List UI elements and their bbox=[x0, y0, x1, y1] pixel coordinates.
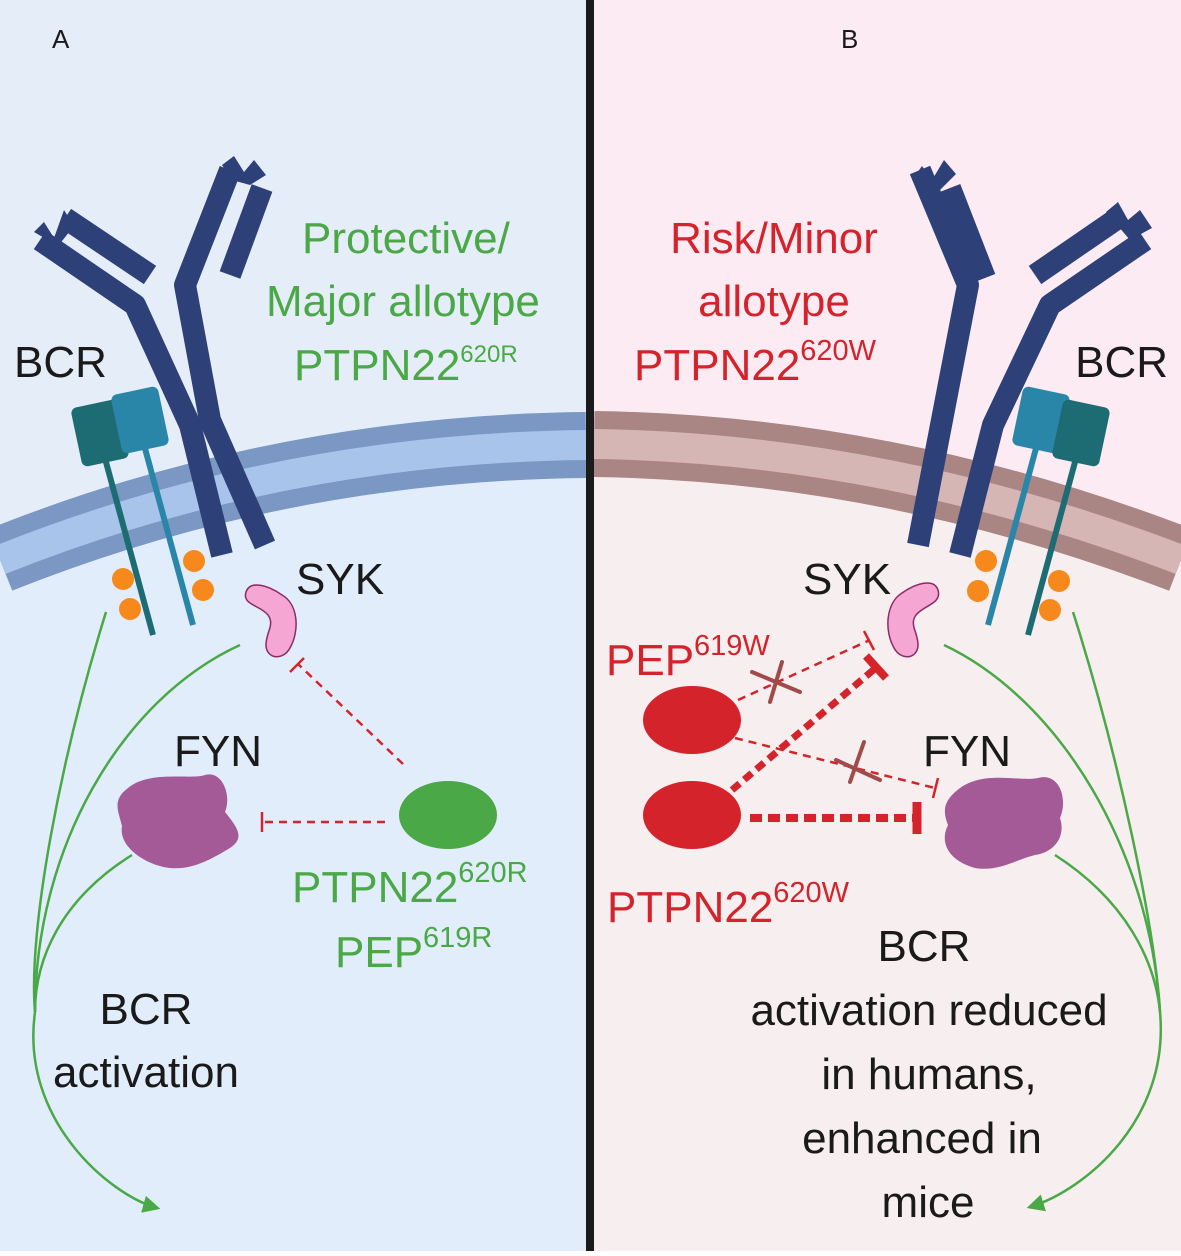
panel-a-title-line1: Protective/ bbox=[302, 214, 511, 263]
panel-a-syk-shape bbox=[244, 584, 297, 658]
panel-b-pep-enzyme bbox=[643, 686, 741, 754]
panel-a-membrane-inner bbox=[0, 430, 586, 574]
panel-a bbox=[0, 0, 586, 1251]
panel-a-title-line3-base: PTPN22 bbox=[294, 341, 460, 390]
panel-a-enzyme-line1-base: PTPN22 bbox=[292, 863, 458, 912]
panel-a-ptpn22-enzyme bbox=[399, 781, 497, 849]
panel-b-ptpn22-enzyme bbox=[643, 781, 741, 849]
panel-b-title-line3-base: PTPN22 bbox=[634, 341, 800, 390]
panel-b-bcr-antibody bbox=[907, 165, 1152, 558]
panel-a-enzyme-line2-sup: 619R bbox=[423, 922, 492, 954]
panel-b-outcome-line4: enhanced in bbox=[802, 1114, 1042, 1163]
panel-a-enzyme-line1-sup: 620R bbox=[458, 857, 527, 889]
panel-a-enzyme-line2-base: PEP bbox=[335, 928, 423, 977]
panel-a-bcr-tails bbox=[71, 386, 196, 636]
panel-a-outcome-line2: activation bbox=[53, 1048, 239, 1097]
panel-a-inhibition-lines bbox=[260, 657, 404, 832]
panel-b-antibody-tip-right bbox=[1106, 202, 1152, 240]
panel-a-letter: A bbox=[52, 24, 70, 54]
panel-a-bcr-antibody bbox=[33, 165, 276, 558]
panel-a-syk-label: SYK bbox=[296, 555, 384, 604]
panel-a-activation-arrows bbox=[32, 611, 241, 1213]
panel-divider bbox=[586, 0, 594, 1251]
panel-b-ptpn-sup: 620W bbox=[773, 877, 849, 909]
panel-a-fyn-shape bbox=[117, 774, 239, 869]
panel-b-syk-shape bbox=[887, 582, 940, 658]
panel-a-bcr-label: BCR bbox=[14, 338, 107, 387]
panel-a-phosphates bbox=[112, 550, 214, 620]
panel-b-outcome-line1: BCR bbox=[878, 922, 971, 971]
panel-b-fyn-label: FYN bbox=[923, 727, 1011, 776]
panel-a-antibody-tip-left bbox=[34, 210, 74, 246]
panel-b bbox=[594, 0, 1181, 1251]
panel-a-title-line3: PTPN22620R bbox=[294, 341, 518, 390]
panel-a-title-line3-sup: 620R bbox=[460, 341, 517, 368]
panel-b-outcome-line2: activation reduced bbox=[750, 986, 1107, 1035]
panel-b-block-crosses bbox=[750, 660, 882, 784]
panel-b-pep-sup: 619W bbox=[694, 630, 770, 662]
panel-b-outcome-line3: in humans, bbox=[821, 1050, 1036, 1099]
panel-b-title-line2: allotype bbox=[698, 277, 850, 326]
panel-b-title-line3-sup: 620W bbox=[800, 335, 876, 367]
panel-a-fyn-label: FYN bbox=[174, 727, 262, 776]
panel-b-bcr-label: BCR bbox=[1075, 338, 1168, 387]
panel-b-ptpn-label: PTPN22620W bbox=[607, 877, 850, 932]
panel-b-letter: B bbox=[841, 24, 858, 54]
panel-a-antibody-tip-right bbox=[222, 156, 266, 185]
panel-b-pep-label: PEP619W bbox=[606, 630, 770, 685]
panel-b-pep-base: PEP bbox=[606, 636, 694, 685]
panel-b-title-line1: Risk/Minor bbox=[670, 214, 878, 263]
panel-b-membrane-inner bbox=[594, 429, 1181, 574]
panel-b-outcome-line5: mice bbox=[882, 1178, 975, 1227]
panel-b-activation-arrows bbox=[943, 611, 1163, 1212]
panel-a-enzyme-line2: PEP619R bbox=[335, 922, 492, 977]
panel-b-title-line3: PTPN22620W bbox=[634, 335, 877, 390]
panel-b-inhibition-lines bbox=[729, 630, 940, 834]
panel-b-syk-label: SYK bbox=[803, 555, 891, 604]
panel-a-outcome-line1: BCR bbox=[100, 985, 193, 1034]
panel-b-bcr-tails bbox=[985, 386, 1110, 636]
panel-b-ptpn-base: PTPN22 bbox=[607, 883, 773, 932]
panel-b-fyn-shape bbox=[944, 777, 1064, 869]
panel-b-antibody-tip-left bbox=[912, 160, 956, 192]
panel-a-title-line2: Major allotype bbox=[266, 277, 540, 326]
panel-b-phosphates bbox=[967, 550, 1070, 621]
panel-a-enzyme-line1: PTPN22620R bbox=[292, 857, 528, 912]
